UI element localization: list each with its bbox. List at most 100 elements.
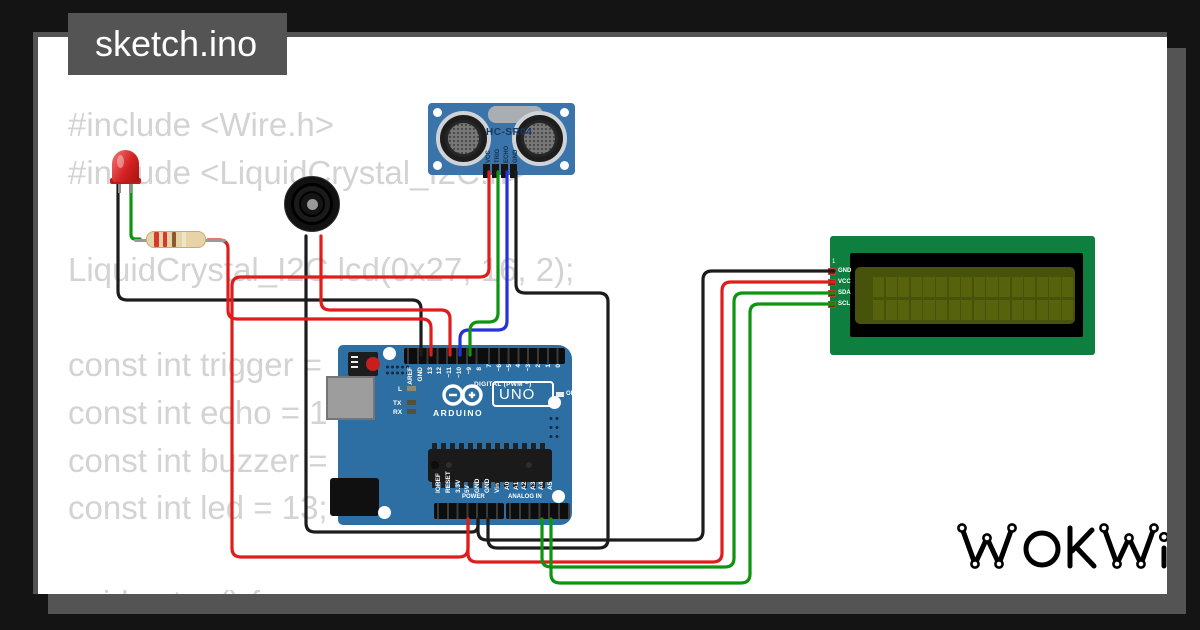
pin-label: 3.3V [454,479,462,493]
pin-label: 8 [475,367,483,371]
diagram-canvas[interactable]: #include <Wire.h> #include <LiquidCrysta… [33,32,1167,594]
lcd-character-cell [948,300,960,320]
red-led[interactable] [110,148,144,200]
led-leg [129,181,132,193]
ultrasonic-transmitter [436,111,491,166]
lcd-pin-label: SCL [838,301,850,307]
sensor-pin[interactable] [510,164,517,178]
wire-a5-lcd-scl[interactable] [549,302,836,585]
pin-label: 12 [436,367,444,375]
code-line: const int trigger = [68,346,323,383]
lcd-character-cell [986,277,998,297]
led-l [407,386,416,391]
reset-mark [351,366,358,368]
pin-label: GND [474,478,482,493]
atmega-chip-legs [432,443,548,449]
sketch-filename-tab: sketch.ino [68,13,287,75]
lcd-character-cell [1011,277,1023,297]
pin-label: GND [512,149,519,163]
lcd-character-cell [1062,277,1074,297]
lcd-character-cell [1062,300,1074,320]
pin-label: GND [416,367,424,382]
lcd-pin-label: GND [838,268,852,274]
atmega-chip-legs [432,482,548,488]
sensor-pin[interactable] [501,164,508,178]
mounting-hole [552,490,565,503]
wire-resistor-d13[interactable] [206,238,433,357]
sensor-hole [433,161,442,170]
wire-buzzer-d11[interactable] [319,234,452,357]
wire-led-gnd[interactable] [116,181,423,357]
wire-hcsr04-echo-d10[interactable] [458,170,509,357]
analog-header[interactable] [506,503,570,519]
resistor-band [154,232,159,247]
power-header-label: POWER [462,494,485,500]
code-line: const int echo = 1 [68,394,328,431]
lcd-character-cell [885,300,897,320]
mounting-hole [378,506,391,519]
lcd-character-cell [1036,300,1048,320]
code-line: const int buzzer = [68,442,328,479]
sensor-hole [433,108,442,117]
code-line: void setup() { [68,584,261,594]
lcd-character-cell [873,300,885,320]
lcd-pin-label: VCC [838,279,851,285]
reset-button-cap[interactable] [366,357,380,371]
mounting-hole [548,396,561,409]
pin-label: GND [484,478,491,493]
wire-hcsr04-gnd[interactable] [486,170,610,550]
arduino-uno-board[interactable]: DIGITAL (PWM ~) POWER ANALOG IN L TX RX [326,345,575,525]
led-rx-label: RX [393,409,403,416]
pin-label: IOREF [435,473,442,493]
lcd-character-cell [936,300,948,320]
led-l-label: L [398,386,402,393]
power-header[interactable] [434,503,504,519]
sensor-hole [560,108,569,117]
pin-label: AREF [407,367,414,385]
pin-label: ~9 [465,367,473,375]
lcd-character-cell [973,300,985,320]
lcd-character-cell [999,277,1011,297]
pin-label: ~6 [495,364,503,372]
resistor[interactable] [130,229,230,251]
wires-layer [116,170,836,585]
piezo-buzzer[interactable] [284,176,340,232]
sensor-hole [560,161,569,170]
pin-label: A2 [521,481,529,490]
lcd-character-cell [1011,300,1023,320]
lcd1602-i2c[interactable]: 1 GND VCC SDA SCL [828,236,1095,355]
lcd-character-cell [923,277,935,297]
sensor-pin[interactable] [492,164,499,178]
usb-connector [326,376,375,420]
reset-button[interactable] [348,352,380,376]
wire-hcsr04-vcc-5v[interactable] [230,170,491,559]
lcd-pin1-label: 1 [832,259,836,265]
lcd-character-cell [1049,277,1061,297]
lcd-character-cell [986,300,998,320]
lcd-character-cell [1024,277,1036,297]
pin-label: ECHO [503,145,510,163]
wire-a4-lcd-sda[interactable] [540,291,836,569]
pin-label: A5 [547,481,554,490]
digital-header-right[interactable] [485,348,565,364]
reset-mark [351,356,358,358]
sensor-pin[interactable] [483,164,490,178]
pin-label: ~11 [446,367,454,378]
pin-label: 7 [486,364,493,368]
lcd-character-cell [961,300,973,320]
resistor-body [146,231,206,248]
digital-header-left[interactable] [404,348,490,364]
wire-lcd-gnd[interactable] [476,269,836,542]
buzzer-hole [306,198,318,210]
led-tx [407,400,416,405]
arduino-infinity-logo [442,384,483,406]
wire-hcsr04-trig-d9[interactable] [468,170,500,357]
lcd-character-cell [910,300,922,320]
lcd-pin-label: SDA [838,290,851,296]
pin-label: ~5 [505,364,513,372]
lcd-character-cell [973,277,985,297]
lcd-character-cell [898,277,910,297]
wire-5v-lcd-vcc[interactable] [466,280,836,564]
